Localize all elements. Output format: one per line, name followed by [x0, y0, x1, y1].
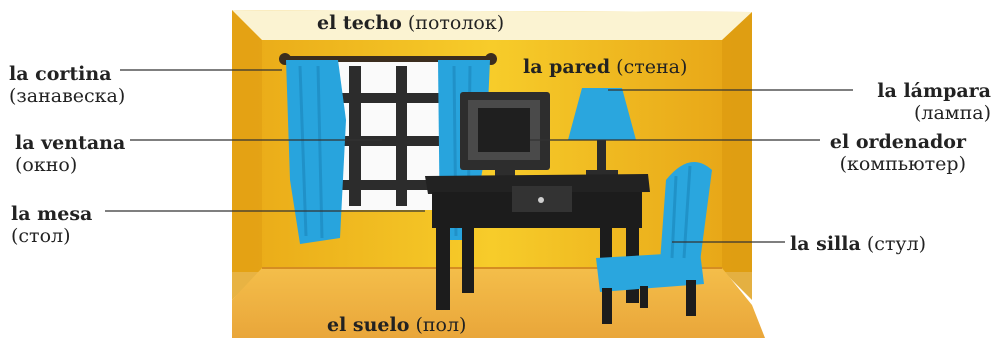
curtain-left	[286, 60, 346, 244]
label-ordenador-ru: (компьютер)	[839, 153, 966, 175]
label-techo-ru: (потолок)	[407, 12, 505, 34]
desk	[425, 174, 650, 310]
label-lampara-ru: (лампа)	[914, 102, 991, 124]
label-suelo-ru: (пол)	[415, 314, 467, 336]
label-suelo: el suelo (пол)	[327, 314, 466, 336]
label-ordenador-es: el ordenador	[829, 131, 966, 153]
window	[335, 62, 450, 210]
label-techo-es: el techo	[317, 12, 402, 34]
label-mesa-es: la mesa	[11, 203, 93, 225]
label-ventana-ru: (окно)	[15, 154, 78, 176]
label-ventana-es: la ventana	[15, 132, 126, 154]
label-cortina-ru: (занавеска)	[9, 85, 126, 107]
label-pared: la pared (стена)	[523, 56, 687, 78]
label-silla-ru: (стул)	[866, 233, 927, 255]
lamp	[568, 88, 636, 177]
label-pared-es: la pared	[523, 56, 611, 78]
label-pared-ru: (стена)	[616, 56, 688, 78]
label-techo: el techo (потолок)	[317, 12, 504, 34]
ceiling	[232, 10, 752, 40]
label-mesa-ru: (стол)	[11, 225, 71, 247]
label-lampara: la lámpara (лампа)	[877, 80, 991, 124]
leader-lines	[105, 69, 853, 243]
label-cortina-es: la cortina	[9, 63, 112, 85]
label-silla-es: la silla	[790, 233, 861, 255]
label-ordenador: el ordenador (компьютер)	[830, 131, 966, 175]
label-cortina: la cortina (занавеска)	[9, 63, 125, 107]
chair	[596, 162, 712, 324]
computer	[460, 92, 550, 178]
label-mesa: la mesa (стол)	[11, 203, 92, 247]
label-silla: la silla (стул)	[790, 233, 926, 255]
label-lampara-es: la lámpara	[877, 80, 991, 102]
label-suelo-es: el suelo	[327, 314, 410, 336]
label-ventana: la ventana (окно)	[15, 132, 125, 176]
curtain-rod	[279, 53, 497, 65]
